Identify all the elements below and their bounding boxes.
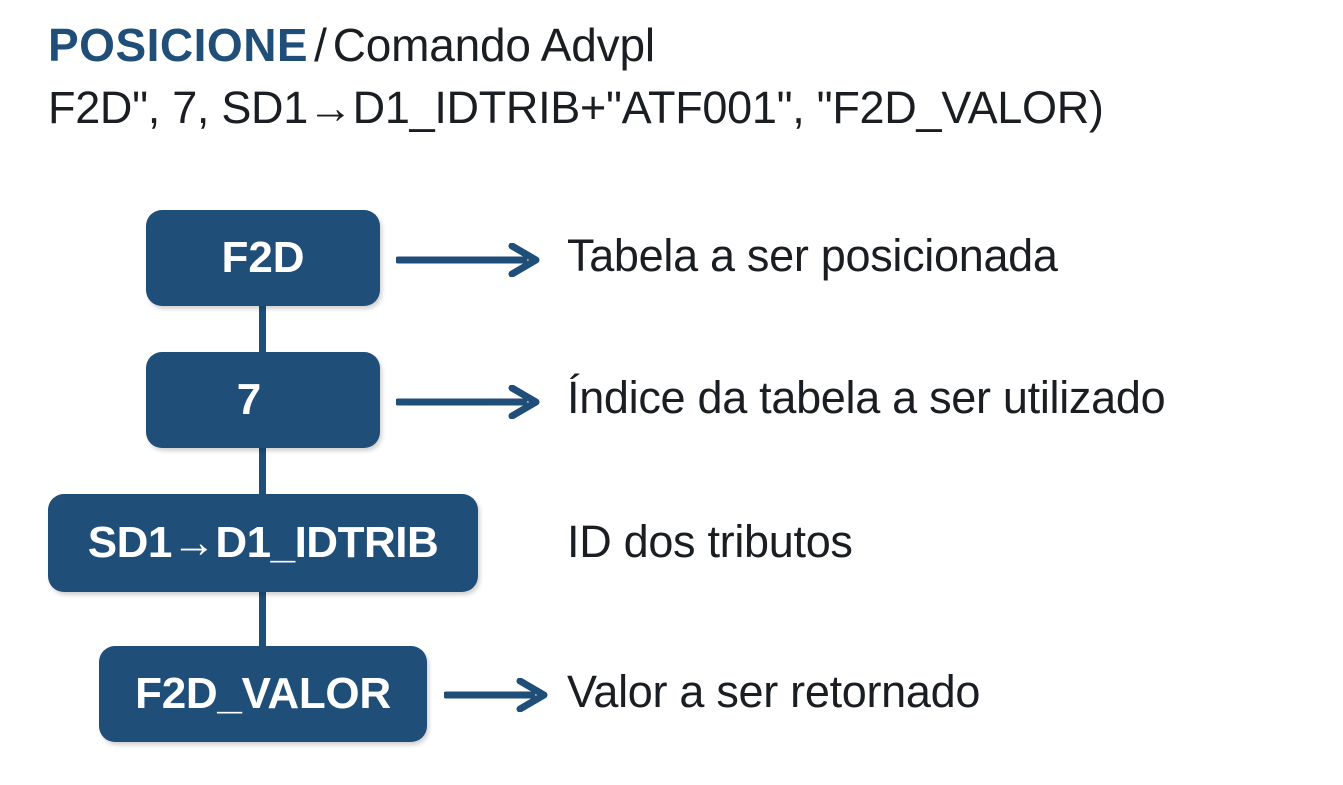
node-idtrib-description: ID dos tributos — [567, 516, 853, 567]
node-f2d-valor[interactable]: F2D_VALOR — [99, 646, 427, 742]
node-f2d-label: F2D — [221, 233, 305, 282]
arrow-icon — [396, 243, 546, 277]
node-idtrib-label: SD1→D1_IDTRIB — [87, 518, 439, 567]
node-idtrib[interactable]: SD1→D1_IDTRIB — [48, 494, 478, 592]
node-f2d-valor-label: F2D_VALOR — [135, 669, 391, 718]
connector-line-1 — [259, 304, 266, 358]
page-title-separator: / — [314, 19, 327, 71]
node-indice-label: 7 — [236, 375, 262, 424]
node-f2d-description: Tabela a ser posicionada — [567, 230, 1058, 281]
connector-line-2 — [259, 446, 266, 500]
command-signature: F2D", 7, SD1→D1_IDTRIB+"ATF001", "F2D_VA… — [48, 82, 1104, 133]
page-title: POSICIONE/Comando Advpl — [48, 14, 1318, 76]
page-title-subject: Comando Advpl — [332, 19, 655, 71]
node-f2d-valor-description: Valor a ser retornado — [567, 666, 981, 717]
node-indice[interactable]: 7 — [146, 352, 380, 448]
parameter-breakdown-diagram: F2D Tabela a ser posicionada 7 Índice da… — [0, 196, 1343, 785]
page-header: POSICIONE/Comando Advpl F2D", 7, SD1→D1_… — [48, 14, 1318, 138]
node-f2d[interactable]: F2D — [146, 210, 380, 306]
connector-line-3 — [259, 590, 266, 650]
node-indice-description: Índice da tabela a ser utilizado — [567, 372, 1166, 423]
arrow-icon — [396, 385, 546, 419]
arrow-icon — [444, 678, 554, 712]
page-title-keyword: POSICIONE — [48, 19, 309, 71]
